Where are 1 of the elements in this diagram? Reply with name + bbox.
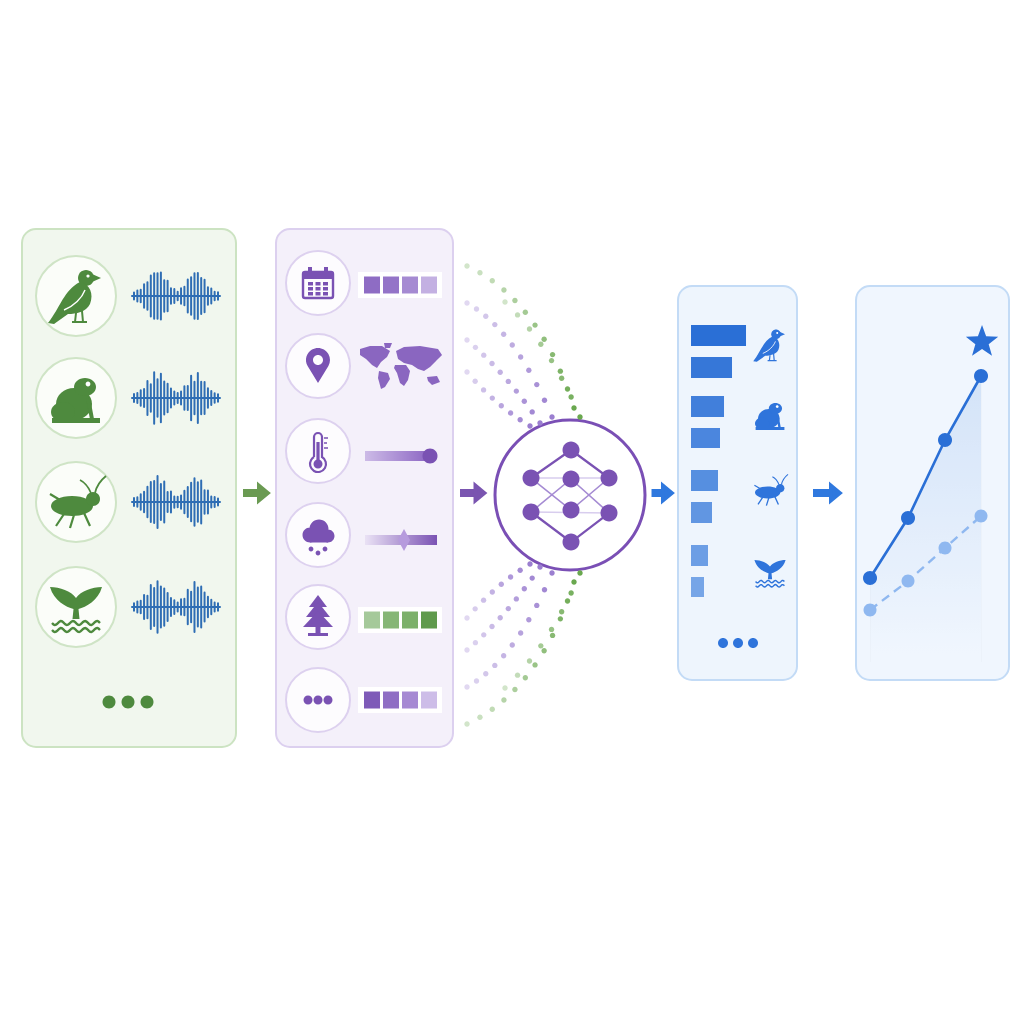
circle-frame xyxy=(493,418,647,572)
